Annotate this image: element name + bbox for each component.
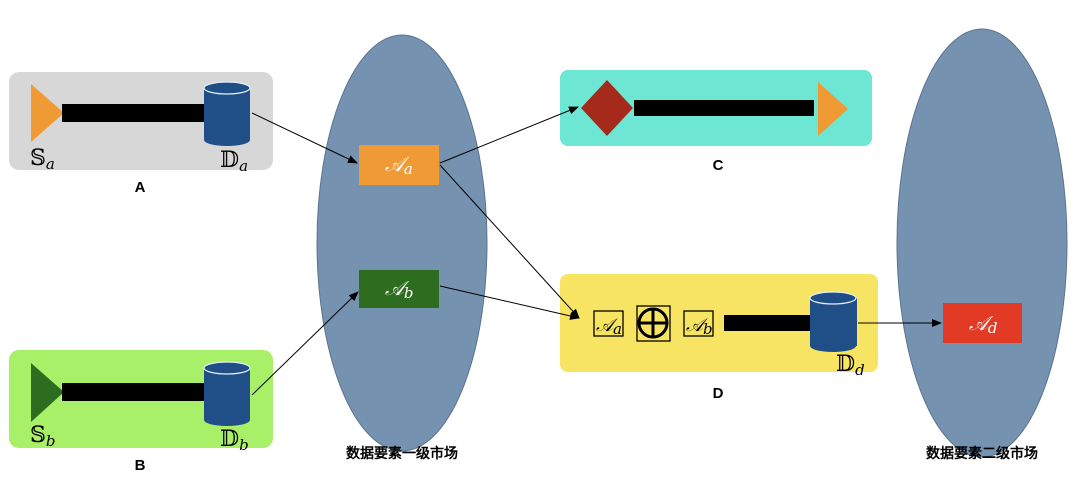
- asset-b-symbol-in-d: 𝒜b: [686, 315, 713, 338]
- secondary-market-label: 数据要素二级市场: [926, 445, 1038, 462]
- source-b-triangle: [31, 363, 64, 422]
- source-a-label: 𝕊a: [30, 146, 55, 173]
- asset-d-node: 𝒜d: [943, 303, 1022, 343]
- arrow-asset-a-to-c: [439, 106, 579, 164]
- pipe-c: [634, 100, 814, 116]
- panel-c: [560, 70, 872, 146]
- operator-box: [636, 305, 671, 342]
- panel-d-label: D: [713, 385, 724, 402]
- panel-b: 𝕊b 𝔻b: [9, 350, 273, 454]
- asset-b-node: 𝒜b: [359, 270, 439, 308]
- primary-market-ellipse: [316, 34, 488, 452]
- panel-d: 𝒜a ⨁ 𝒜b 𝔻d: [560, 274, 878, 379]
- xor-operator-icon: [637, 307, 669, 339]
- asset-a-box-in-d: [593, 310, 624, 337]
- diamond-c-icon: [581, 80, 633, 136]
- pipe-d: [724, 315, 810, 331]
- panel-d-background: [560, 274, 878, 372]
- database-b-icon: [203, 361, 251, 426]
- panel-a-label: A: [135, 179, 146, 196]
- panel-b-label: B: [135, 457, 146, 474]
- pipe-b: [62, 383, 208, 401]
- primary-market-label: 数据要素一级市场: [346, 445, 458, 462]
- asset-b-box-in-d: [683, 310, 714, 337]
- pipe-a: [62, 104, 208, 122]
- database-a-label: 𝔻a: [220, 148, 248, 175]
- asset-a-node: 𝒜a: [359, 145, 439, 185]
- asset-a-symbol-in-d: 𝒜a: [596, 315, 622, 338]
- arrow-b-to-asset-b: [251, 291, 359, 396]
- database-d-label: 𝔻d: [836, 352, 865, 379]
- database-b-label: 𝔻b: [220, 427, 249, 454]
- arrow-asset-b-to-d: [439, 285, 580, 320]
- panel-c-label: C: [713, 157, 724, 174]
- arrow-asset-a-to-d: [439, 164, 580, 319]
- triangle-c-icon: [818, 82, 848, 136]
- secondary-market-ellipse: [896, 28, 1068, 458]
- source-a-triangle: [31, 84, 64, 142]
- panel-a: 𝕊a 𝔻a: [9, 72, 273, 175]
- arrow-a-to-asset-a: [251, 112, 358, 164]
- database-d-icon: [809, 291, 857, 352]
- source-b-label: 𝕊b: [30, 423, 56, 450]
- database-a-icon: [203, 81, 251, 146]
